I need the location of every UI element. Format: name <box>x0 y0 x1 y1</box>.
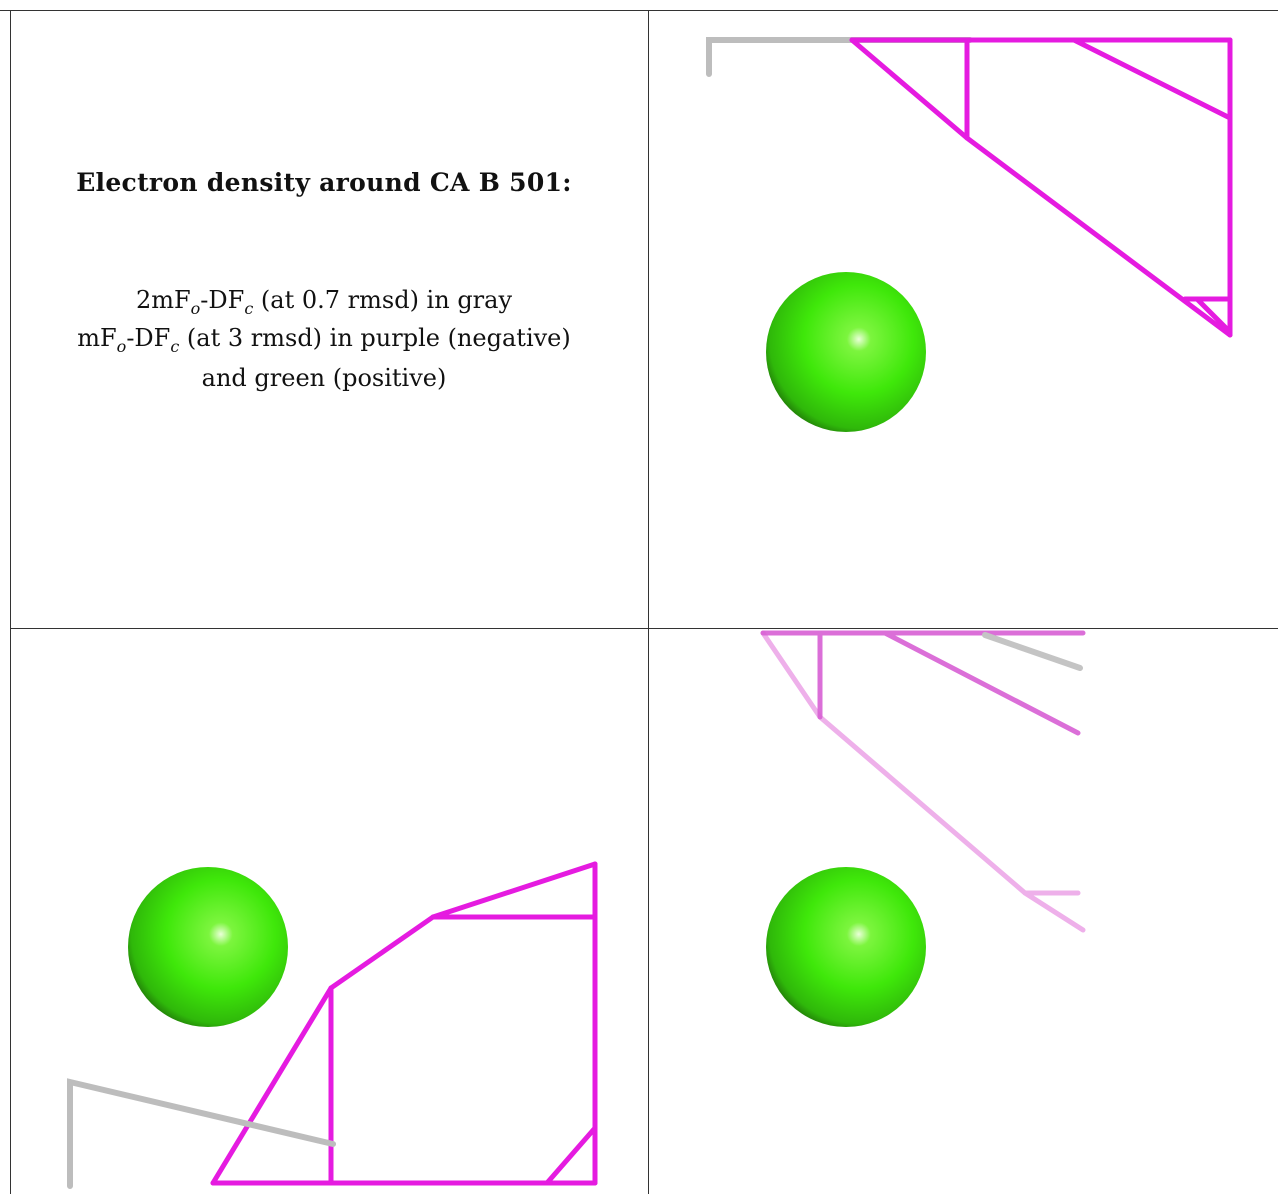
calcium-ion-sphere <box>766 867 926 1027</box>
caption-heading: Electron density around CA B 501: <box>76 168 572 197</box>
negative-density-mesh <box>760 630 1086 933</box>
negative-density-mesh <box>210 861 598 1186</box>
grid-vertical-divider <box>648 10 649 1194</box>
grid-left-border <box>10 10 11 1194</box>
caption-cell: Electron density around CA B 501: 2mFo-D… <box>0 0 648 628</box>
caption-line-mfo-dfc: mFo-DFc (at 3 rmsd) in purple (negative) <box>77 324 571 356</box>
calcium-ion-sphere <box>128 867 288 1027</box>
model-stick-gray <box>67 1078 336 1189</box>
grid-horizontal-divider <box>10 628 1278 629</box>
panel-top-right <box>706 37 1233 432</box>
panel-bottom-left <box>67 861 598 1189</box>
caption-line-2mfo-dfc: 2mFo-DFc (at 0.7 rmsd) in gray <box>135 286 513 318</box>
model-stick-gray <box>706 37 973 77</box>
caption-line-green: and green (positive) <box>201 364 447 392</box>
grid-top-border <box>0 10 1278 11</box>
panel-bottom-right <box>760 630 1086 1027</box>
negative-density-mesh-faded <box>760 630 1086 933</box>
negative-density-mesh <box>849 37 1233 338</box>
calcium-ion-sphere <box>766 272 926 432</box>
model-stick-gray <box>982 632 1083 671</box>
